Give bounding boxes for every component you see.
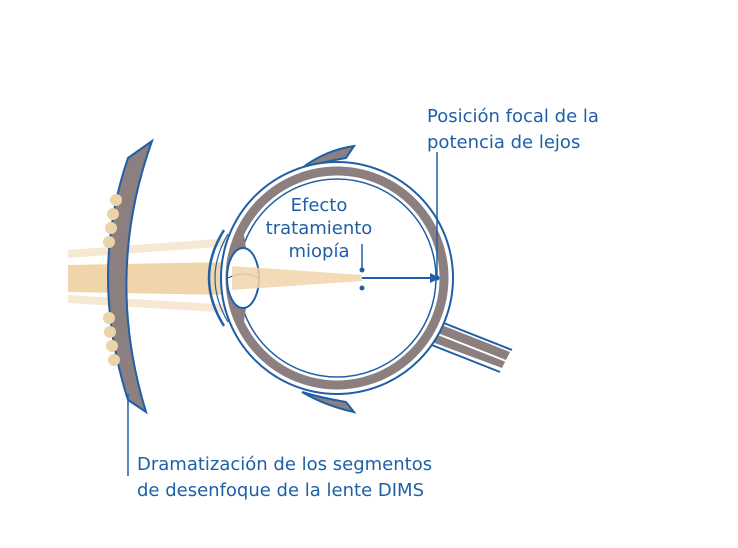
- cornea: [207, 229, 226, 327]
- dims-segments-label-line-1: Dramatización de los segmentos: [137, 454, 433, 475]
- dims-segments-label: Dramatización de los segmentos de desenf…: [137, 452, 432, 504]
- focus-arrow-icon: [359, 267, 440, 291]
- focal-position-label-line-1: Posición focal de la: [427, 106, 599, 127]
- inner-beam: [232, 266, 362, 290]
- upper-peripheral-beam: [68, 238, 232, 258]
- dims-lens-icon: [103, 138, 155, 415]
- dims-segments-label-line-2: de desenfoque de la lente DIMS: [137, 480, 424, 501]
- treatment-effect-label: Efecto tratamiento miopía: [255, 194, 383, 263]
- treatment-effect-label-line-2: tratamiento: [265, 218, 373, 239]
- focal-position-label-line-2: potencia de lejos: [427, 132, 581, 153]
- eye-cross-section-icon: [207, 144, 513, 414]
- treatment-effect-label-line-1: Efecto: [290, 195, 348, 216]
- treatment-effect-label-line-3: miopía: [288, 241, 350, 262]
- lower-peripheral-beam: [68, 295, 232, 313]
- myopia-focal-dot-lower: [359, 285, 365, 291]
- lower-eyelid: [301, 391, 357, 414]
- focal-position-label: Posición focal de la potencia de lejos: [427, 104, 599, 156]
